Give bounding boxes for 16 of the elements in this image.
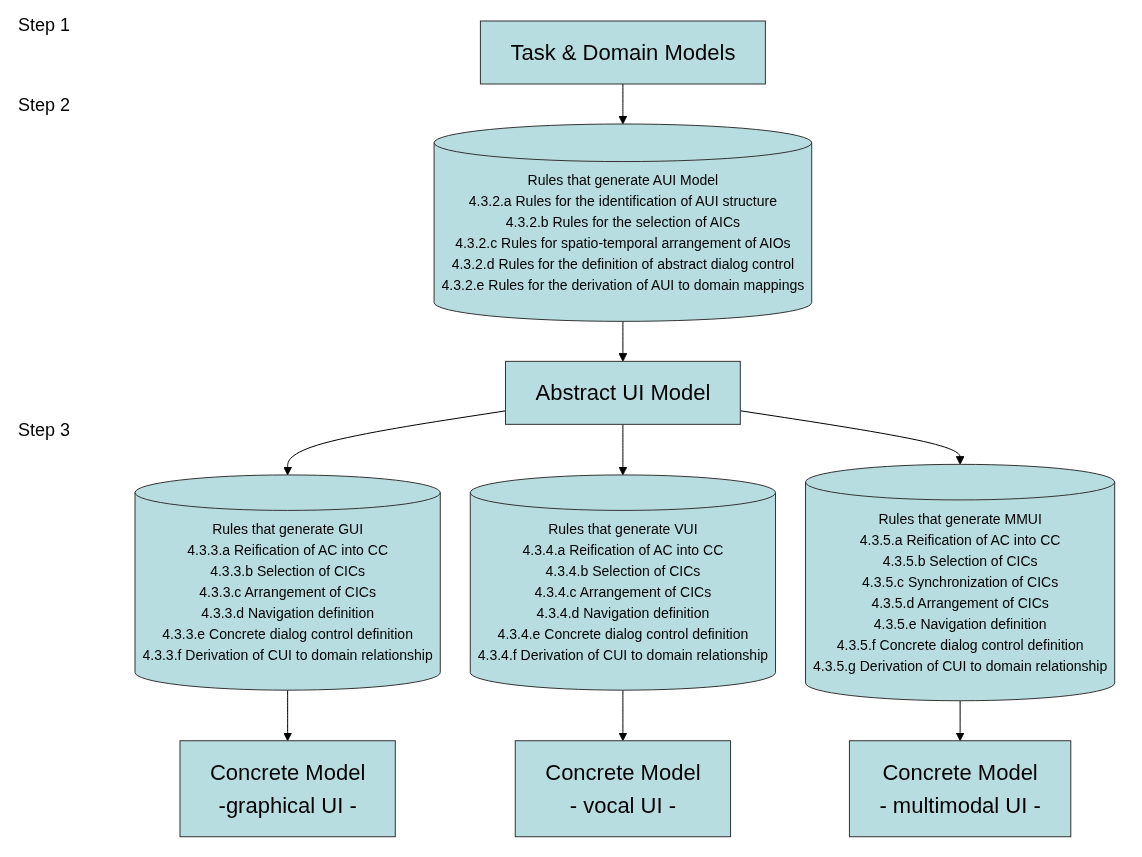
step-label: Step 1 [18,15,71,36]
node-box: Concrete Model - multimodal UI - [849,739,1072,837]
node-box: Abstract UI Model [505,360,741,425]
arrow [283,410,507,475]
arrow [618,320,628,362]
arrow [618,689,628,741]
node-box: Concrete Model - vocal UI - [514,739,732,837]
arrow [739,409,965,465]
step-label: Step 3 [18,420,71,441]
node-box: Task & Domain Models [480,20,767,85]
node-box: Concrete Model -graphical UI - [179,739,396,837]
step-label: Step 2 [18,95,71,116]
arrow [618,423,628,475]
arrow [283,689,293,741]
arrow [618,83,628,124]
arrow [955,699,965,741]
